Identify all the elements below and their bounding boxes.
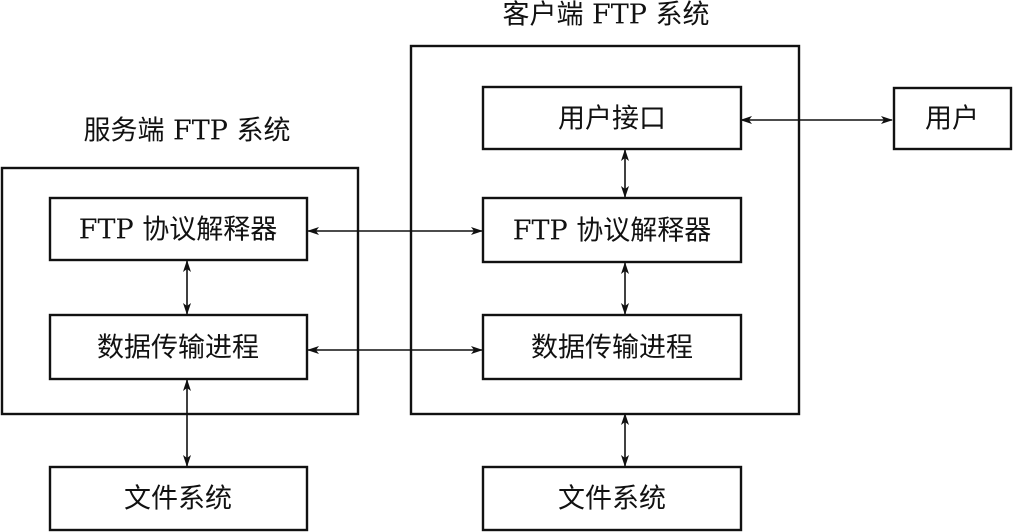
client-user-interface-label: 用户接口 bbox=[558, 104, 666, 135]
user-node: 用户 bbox=[892, 86, 1013, 151]
client-data-transfer-process-label: 数据传输进程 bbox=[531, 333, 693, 364]
client-file-system-label: 文件系统 bbox=[558, 484, 666, 515]
client-user-interface-node: 用户接口 bbox=[481, 85, 743, 151]
server-data-transfer-process-label: 数据传输进程 bbox=[97, 333, 259, 364]
client-protocol-interpreter-label: FTP 协议解释器 bbox=[513, 216, 712, 247]
server-file-system-node: 文件系统 bbox=[48, 465, 309, 532]
server-system-frame bbox=[0, 166, 360, 416]
server-system-title: 服务端 FTP 系统 bbox=[83, 116, 290, 147]
client-protocol-interpreter-node: FTP 协议解释器 bbox=[481, 196, 743, 264]
client-system-title: 客户端 FTP 系统 bbox=[502, 0, 709, 31]
server-protocol-interpreter-node: FTP 协议解释器 bbox=[48, 196, 309, 262]
user-label: 用户 bbox=[925, 104, 979, 135]
client-data-transfer-process-node: 数据传输进程 bbox=[481, 313, 743, 381]
server-protocol-interpreter-label: FTP 协议解释器 bbox=[79, 215, 278, 246]
client-file-system-node: 文件系统 bbox=[481, 465, 743, 532]
server-data-transfer-process-node: 数据传输进程 bbox=[48, 313, 309, 381]
server-file-system-label: 文件系统 bbox=[124, 484, 232, 515]
